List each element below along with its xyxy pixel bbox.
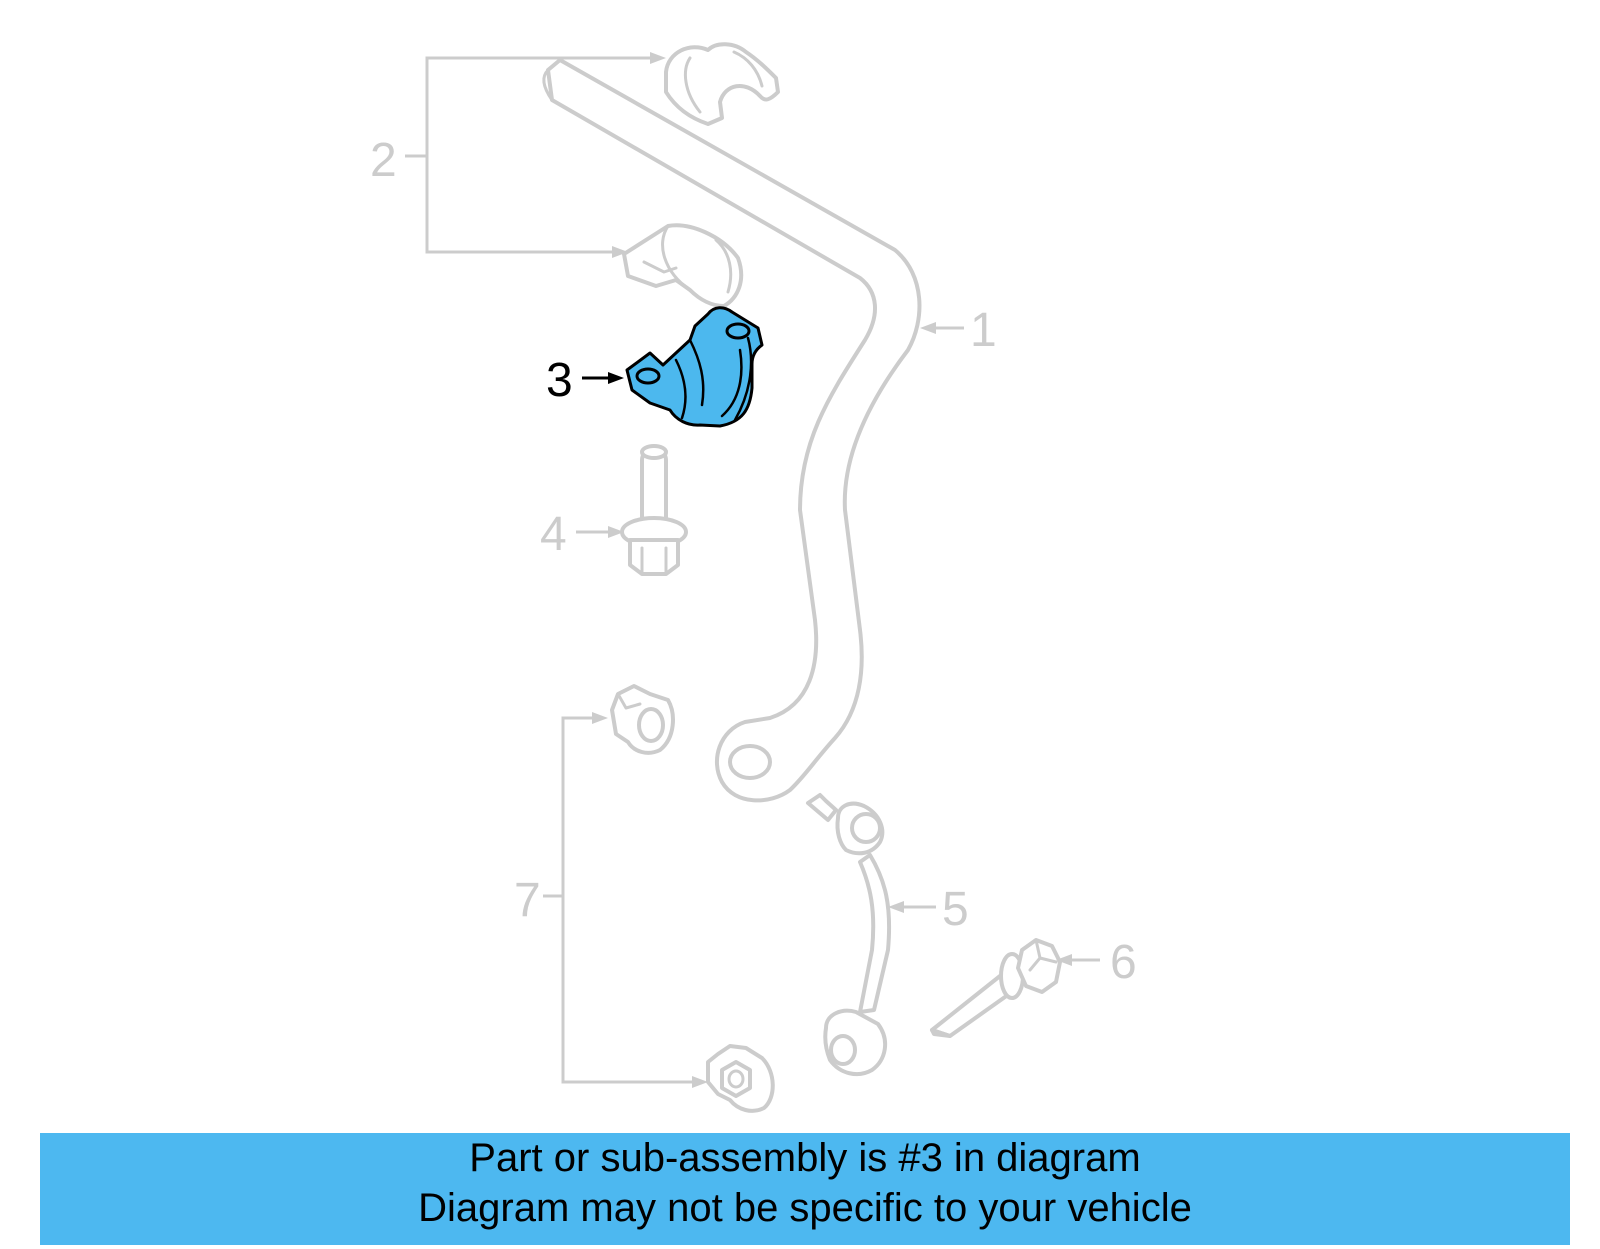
stabilizer-link-part-5[interactable]: [806, 793, 892, 1077]
bolt-part-4[interactable]: [620, 444, 688, 576]
leader-part-3: [582, 372, 624, 384]
leader-part-7: [543, 712, 708, 1088]
banner-line-part-number: Part or sub-assembly is #3 in diagram: [469, 1136, 1141, 1180]
callout-1: 1: [970, 304, 997, 357]
stabilizer-bar-part-1[interactable]: [542, 58, 922, 803]
callout-7: 7: [514, 874, 541, 927]
info-banner: Part or sub-assembly is #3 in diagram Di…: [40, 1133, 1570, 1245]
callout-4: 4: [540, 508, 567, 561]
bushing-upper-part-2[interactable]: [664, 42, 780, 126]
leader-part-1: [920, 322, 964, 334]
callout-5: 5: [942, 883, 969, 936]
leader-part-2: [405, 52, 666, 258]
stabilizer-clamp-part-3[interactable]: [625, 306, 764, 428]
leader-part-6: [1056, 954, 1100, 966]
nut-lower-part-7[interactable]: [706, 1044, 775, 1113]
callout-6: 6: [1110, 936, 1137, 989]
bushing-lower-part-2[interactable]: [622, 223, 744, 308]
leader-part-4: [576, 526, 624, 538]
banner-line-disclaimer: Diagram may not be specific to your vehi…: [418, 1186, 1192, 1230]
nut-upper-part-7[interactable]: [610, 684, 675, 755]
callout-3: 3: [546, 354, 573, 407]
leader-part-5: [888, 901, 936, 913]
callout-2: 2: [370, 134, 397, 187]
screw-part-6[interactable]: [930, 938, 1062, 1038]
